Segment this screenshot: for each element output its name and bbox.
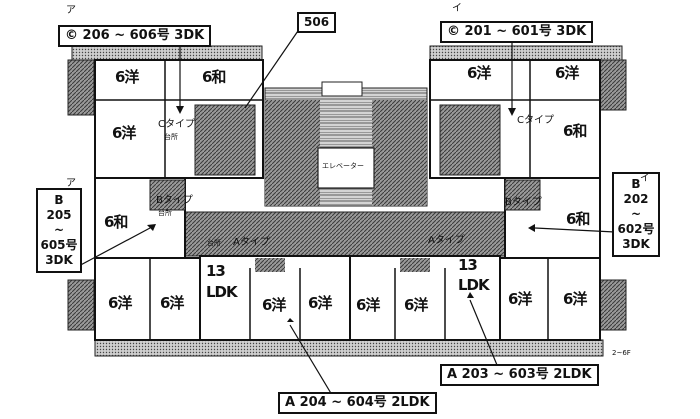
kitchen-label: 台所: [207, 239, 221, 247]
room-label: 6和: [566, 210, 590, 228]
mark-left: ア: [66, 5, 76, 16]
bath-b-right: [504, 179, 541, 211]
room-label-ldk: LDK: [458, 276, 490, 294]
callout-206-606: © 206 ~ 606号 3DK: [58, 25, 212, 48]
callout-room-506: 506: [297, 12, 337, 34]
callout-204-604: A 204 ~ 604号 2LDK: [278, 392, 437, 415]
mark-right-b: イ: [640, 173, 650, 184]
elevator-shaft: [317, 147, 375, 189]
callout-201-601: © 201 ~ 601号 3DK: [440, 21, 594, 44]
callout-205-605: B 205 ~ 605号 3DK: [36, 188, 82, 273]
corridor: [184, 211, 506, 257]
kitchen-label: 台所: [164, 133, 178, 141]
room-label: 6洋: [262, 296, 286, 314]
room-label: 6洋: [555, 64, 579, 82]
type-label-c-left: Cタイプ: [158, 119, 195, 130]
room-label: 6和: [202, 68, 226, 86]
bath-c-left: [194, 104, 256, 176]
kitchen-label: 台所: [158, 209, 172, 217]
balcony-top-right: [429, 45, 623, 61]
core-hatch-right: [372, 100, 427, 206]
callout-line: B: [54, 193, 64, 207]
room-label-ldk: 13: [206, 262, 226, 280]
callout-line: 205: [46, 208, 72, 222]
balcony-top-left: [71, 45, 263, 61]
room-label: 6和: [563, 122, 587, 140]
type-label-b-right: Bタイプ: [505, 197, 542, 208]
callout-line: 202: [623, 192, 649, 206]
callout-203-603: A 203 ~ 603号 2LDK: [440, 364, 599, 387]
type-label-a-left: Aタイプ: [233, 237, 270, 248]
bath-b-left: [149, 179, 186, 211]
callout-line: 3DK: [622, 237, 650, 251]
mark-left-b: ア: [66, 178, 76, 189]
leader-lines: [74, 27, 616, 396]
elevator-label: エレベーター: [322, 162, 364, 170]
side-block-left-1: [67, 59, 95, 116]
callout-line: ~: [630, 207, 642, 221]
room-label: 6洋: [356, 296, 380, 314]
wet-area-bottom-right: [400, 258, 430, 272]
room-label-ldk: 13: [458, 256, 478, 274]
type-label-c-right: Cタイプ: [517, 115, 554, 126]
room-label: 6洋: [308, 294, 332, 312]
floor-note: 2~6F: [612, 349, 631, 357]
room-label: 6洋: [467, 64, 491, 82]
room-label: 6洋: [563, 290, 587, 308]
room-label: 6洋: [160, 294, 184, 312]
wet-area-bottom-left: [255, 258, 285, 272]
room-label: 6洋: [508, 290, 532, 308]
room-label: 6洋: [115, 68, 139, 86]
side-block-right-1: [599, 59, 627, 111]
room-label: 6和: [104, 213, 128, 231]
arrow-heads: [147, 106, 535, 322]
mark-right: イ: [452, 3, 462, 14]
callout-line: B: [631, 177, 641, 191]
callout-line: 602号: [617, 222, 655, 236]
room-label-ldk: LDK: [206, 283, 238, 301]
room-label: 6洋: [108, 294, 132, 312]
room-label: 6洋: [404, 296, 428, 314]
side-block-left-2: [67, 279, 95, 331]
callout-line: 3DK: [45, 253, 73, 267]
type-label-b-left: Bタイプ: [156, 195, 193, 206]
balcony-bottom: [94, 339, 604, 357]
room-label: 6洋: [112, 124, 136, 142]
unit-b-right-bottom: [499, 257, 601, 341]
callout-line: ~: [53, 223, 65, 237]
core-top: [321, 81, 363, 97]
type-label-a-right: Aタイプ: [428, 235, 465, 246]
side-block-right-2: [599, 279, 627, 331]
callout-202-602: B 202 ~ 602号 3DK: [612, 172, 660, 257]
callout-line: 605号: [40, 238, 78, 252]
core-hatch-left: [265, 100, 320, 206]
bath-c-right: [439, 104, 501, 176]
